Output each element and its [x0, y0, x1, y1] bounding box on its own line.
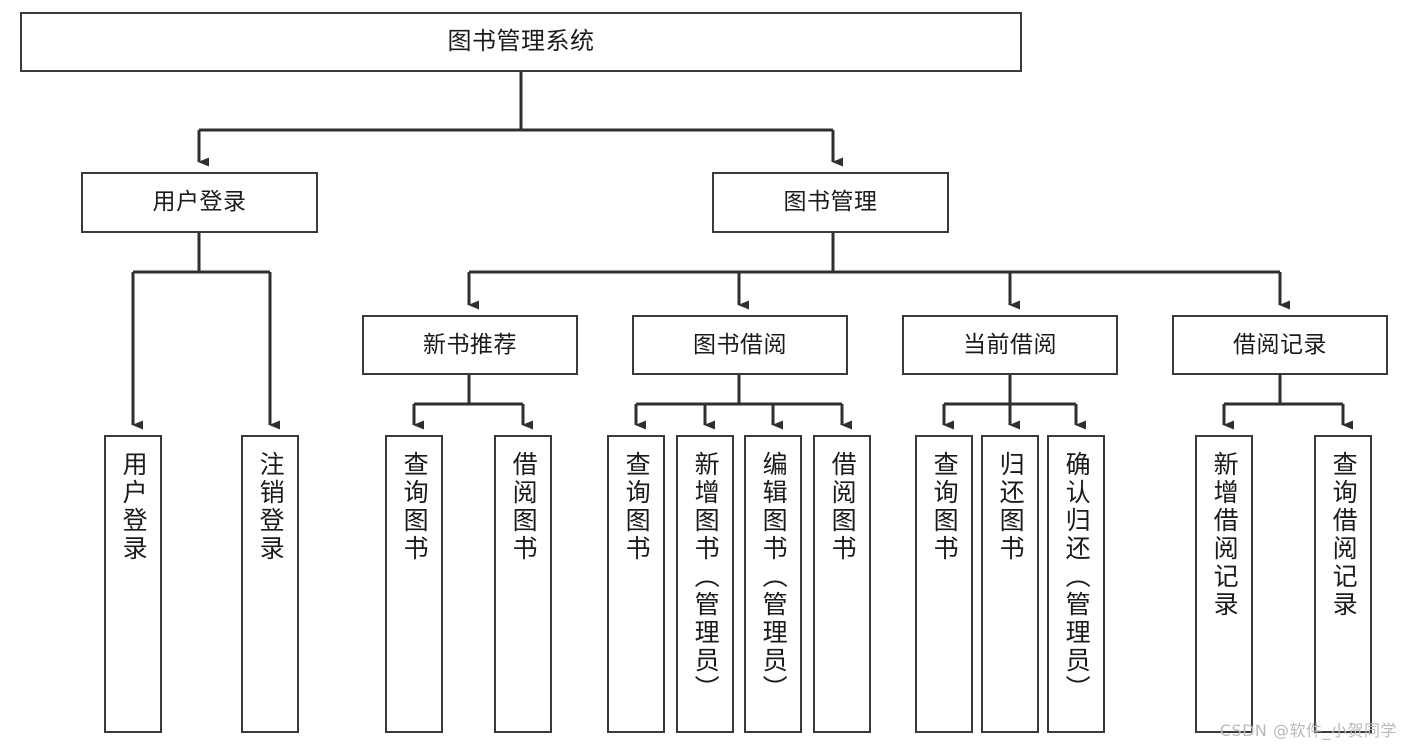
node-user-login[interactable]: 用户登录 [81, 172, 318, 233]
node-label: 查询图书 [622, 451, 652, 563]
node-label: 确认归还（管理员） [1062, 451, 1092, 703]
node-label: 用户登录 [152, 189, 247, 216]
node-label: 借阅图书 [509, 451, 539, 563]
node-label: 查询图书 [930, 451, 960, 563]
node-label: 图书借阅 [693, 331, 787, 358]
node-label: 注销登录 [256, 451, 286, 563]
node-borrow-record[interactable]: 借阅记录 [1172, 315, 1388, 375]
leaf-query-book-borrow[interactable]: 查询图书 [607, 435, 665, 733]
node-book-management[interactable]: 图书管理 [712, 172, 949, 233]
node-new-book-recommend[interactable]: 新书推荐 [362, 315, 578, 375]
node-root-book-management-system[interactable]: 图书管理系统 [20, 12, 1022, 72]
leaf-add-borrow-record[interactable]: 新增借阅记录 [1195, 435, 1253, 733]
node-label: 新书推荐 [423, 331, 517, 358]
leaf-confirm-return[interactable]: 确认归还（管理员） [1047, 435, 1105, 733]
leaf-logout[interactable]: 注销登录 [241, 435, 299, 733]
leaf-query-book-current[interactable]: 查询图书 [915, 435, 973, 733]
node-label: 用户登录 [119, 451, 149, 563]
node-label: 新增图书（管理员） [691, 451, 721, 703]
node-label: 新增借阅记录 [1210, 451, 1240, 619]
csdn-watermark: CSDN @软件_小贺同学 [1219, 721, 1397, 740]
leaf-borrow-book[interactable]: 借阅图书 [813, 435, 871, 733]
node-label: 借阅图书 [828, 451, 858, 563]
node-label: 借阅记录 [1233, 331, 1327, 358]
node-current-borrow[interactable]: 当前借阅 [902, 315, 1118, 375]
leaf-edit-book[interactable]: 编辑图书（管理员） [744, 435, 802, 733]
node-label: 当前借阅 [963, 331, 1057, 358]
node-label: 图书管理 [783, 189, 878, 216]
node-label: 编辑图书（管理员） [759, 451, 789, 703]
node-label: 归还图书 [996, 451, 1026, 563]
node-label: 图书管理系统 [447, 27, 595, 56]
leaf-return-book[interactable]: 归还图书 [981, 435, 1039, 733]
leaf-add-book[interactable]: 新增图书（管理员） [676, 435, 734, 733]
leaf-user-login[interactable]: 用户登录 [104, 435, 162, 733]
leaf-borrow-book-recommend[interactable]: 借阅图书 [494, 435, 552, 733]
leaf-query-borrow-record[interactable]: 查询借阅记录 [1314, 435, 1372, 733]
leaf-query-book-recommend[interactable]: 查询图书 [385, 435, 443, 733]
node-label: 查询图书 [400, 451, 430, 563]
node-book-borrow[interactable]: 图书借阅 [632, 315, 848, 375]
node-label: 查询借阅记录 [1329, 451, 1359, 619]
